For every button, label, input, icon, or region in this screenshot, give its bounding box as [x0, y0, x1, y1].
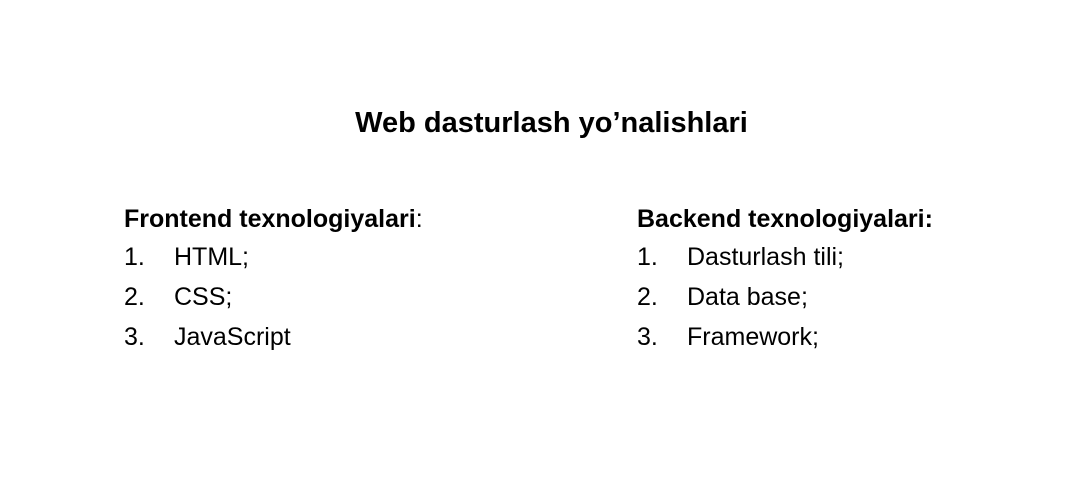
- list-item-text: Framework;: [687, 323, 819, 351]
- list-item: 1. HTML;: [124, 237, 423, 277]
- backend-column: Backend texnologiyalari: 1. Dasturlash ti…: [637, 201, 933, 357]
- list-item-text: Dasturlash tili;: [687, 243, 844, 271]
- list-item-number: 1.: [124, 243, 145, 271]
- list-item: 2. Data base;: [637, 277, 933, 317]
- frontend-list: 1. HTML; 2. CSS; 3. JavaScript: [124, 237, 423, 357]
- list-item-text: CSS;: [174, 283, 233, 311]
- backend-heading-text: Backend texnologiyalari:: [637, 205, 933, 233]
- frontend-heading-text: Frontend texnologiyalari: [124, 205, 416, 233]
- list-item: 1. Dasturlash tili;: [637, 237, 933, 277]
- frontend-heading-colon: :: [415, 205, 423, 233]
- frontend-column: Frontend texnologiyalari: 1. HTML; 2. CSS;…: [124, 201, 423, 357]
- list-item-number: 3.: [124, 323, 145, 351]
- backend-heading: Backend texnologiyalari:: [637, 201, 933, 237]
- list-item: 3. JavaScript: [124, 317, 423, 357]
- list-item-number: 3.: [637, 323, 658, 351]
- list-item-number: 2.: [637, 283, 658, 311]
- list-item-text: JavaScript: [174, 323, 291, 351]
- list-item-text: Data base;: [687, 283, 808, 311]
- slide-title: Web dasturlash yo’nalishlari: [355, 107, 748, 139]
- backend-list: 1. Dasturlash tili; 2. Data base; 3. Framew…: [637, 237, 933, 357]
- list-item-number: 1.: [637, 243, 658, 271]
- list-item: 2. CSS;: [124, 277, 423, 317]
- list-item: 3. Framework;: [637, 317, 933, 357]
- list-item-text: HTML;: [174, 243, 249, 271]
- list-item-number: 2.: [124, 283, 145, 311]
- frontend-heading: Frontend texnologiyalari:: [124, 201, 423, 237]
